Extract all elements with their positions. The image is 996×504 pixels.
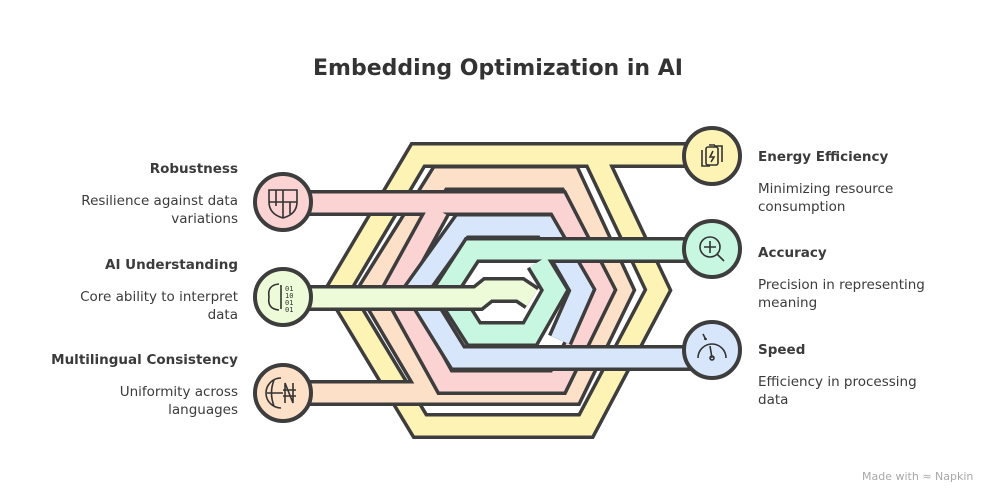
made-with-napkin[interactable]: Made with ≈ Napkin xyxy=(862,470,973,483)
svg-text:01: 01 xyxy=(285,285,293,293)
node-zoom-in xyxy=(682,219,742,279)
label-speed: Speed Efficiency in processing data xyxy=(758,341,938,409)
item-desc: Precision in representing meaning xyxy=(758,277,925,311)
channel-ai-understanding xyxy=(290,277,540,311)
item-title: Energy Efficiency xyxy=(758,149,889,165)
item-title: Accuracy xyxy=(758,245,827,261)
node-globe-currency xyxy=(253,363,313,423)
item-desc: Uniformity across languages xyxy=(119,384,238,418)
item-desc: Core ability to interpret data xyxy=(80,289,238,323)
node-battery-recycle xyxy=(682,126,742,186)
battery-recycle-icon xyxy=(701,144,723,167)
label-ai-understanding: AI Understanding Core ability to interpr… xyxy=(58,256,238,324)
label-energy-efficiency: Energy Efficiency Minimizing resource co… xyxy=(758,148,918,216)
label-robustness: Robustness Resilience against data varia… xyxy=(58,160,238,228)
svg-text:10: 10 xyxy=(285,292,293,300)
label-multilingual: Multilingual Consistency Uniformity acro… xyxy=(51,351,238,419)
page-title: Embedding Optimization in AI xyxy=(313,56,683,81)
node-speedometer xyxy=(682,320,742,380)
svg-text:01: 01 xyxy=(285,299,293,307)
label-accuracy: Accuracy Precision in representing meani… xyxy=(758,244,948,312)
item-title: Multilingual Consistency xyxy=(51,352,238,368)
item-desc: Minimizing resource consumption xyxy=(758,181,894,215)
channel-accuracy xyxy=(430,237,700,347)
napkin-brand: Napkin xyxy=(935,470,974,483)
item-desc: Resilience against data variations xyxy=(81,193,238,227)
globe-currency-icon xyxy=(265,377,296,409)
made-with-text: Made with xyxy=(862,470,919,483)
node-shield xyxy=(253,172,313,232)
channel-energy-efficiency xyxy=(322,142,700,439)
shield-icon xyxy=(268,189,298,219)
item-title: AI Understanding xyxy=(105,257,238,273)
item-desc: Efficiency in processing data xyxy=(758,374,917,408)
item-title: Robustness xyxy=(149,161,238,177)
speedometer-icon xyxy=(697,333,727,361)
channel-speed xyxy=(400,213,700,371)
napkin-logo-icon: ≈ xyxy=(922,470,932,483)
zoom-in-icon xyxy=(699,236,725,262)
svg-text:01: 01 xyxy=(285,306,293,314)
item-title: Speed xyxy=(758,342,806,358)
